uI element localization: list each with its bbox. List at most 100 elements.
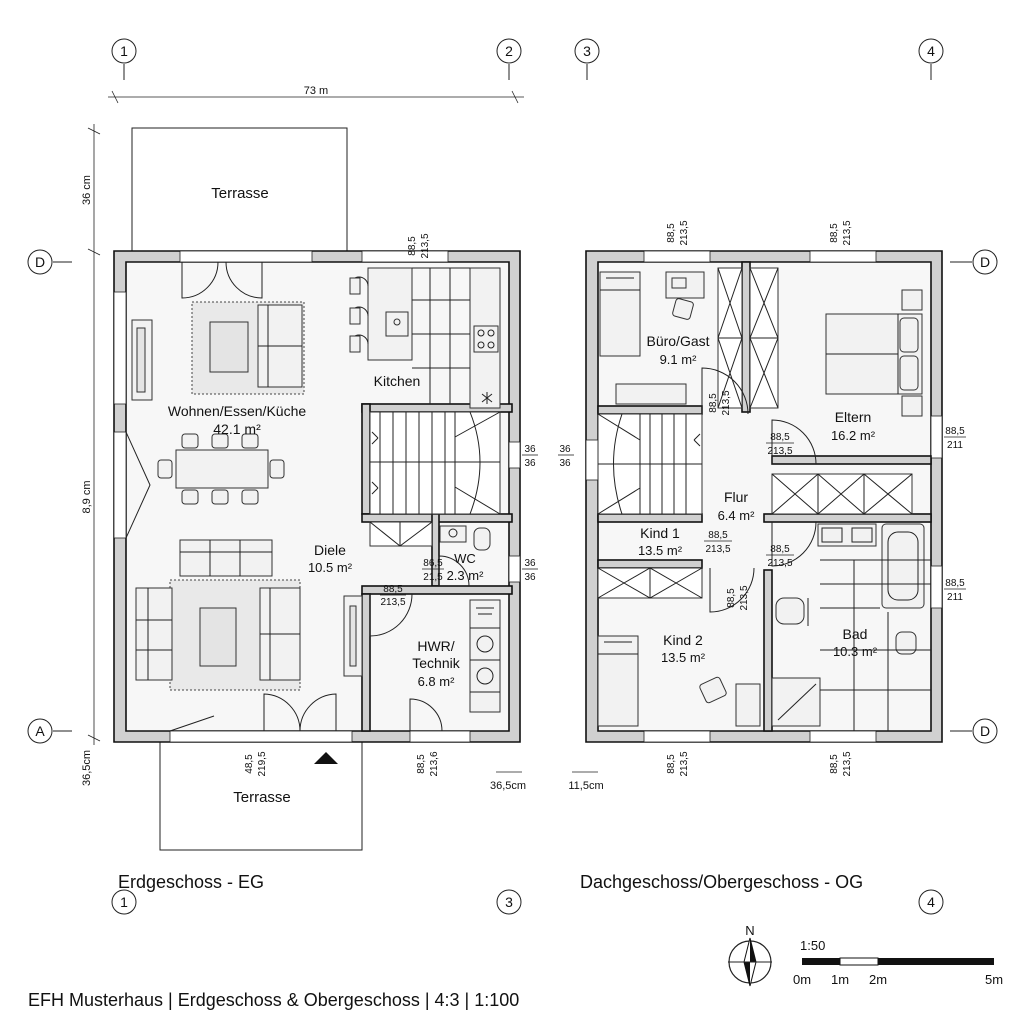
room-kind1-name: Kind 1 xyxy=(640,525,680,541)
dim-og-wall-36-a: 36 xyxy=(559,444,571,455)
scale-tick-0: 0m xyxy=(793,972,811,987)
dim-og-bad-door-b: 213,5 xyxy=(767,558,792,569)
axis-label-1: 1 xyxy=(120,43,128,59)
room-diele-name: Diele xyxy=(314,542,346,558)
axis-bubble-a-left xyxy=(27,718,53,744)
bed-kind2 xyxy=(597,635,639,727)
dim-eg-window-a: 48,5 xyxy=(244,754,255,774)
caption-upper-floor: Dachgeschoss/Obergeschoss - OG xyxy=(580,872,863,892)
overall-dimensions: 73 m 36 cm 8,9 cm 36,5cm 36,5cm 11,5cm xyxy=(81,85,604,792)
upper-floor-plan: Büro/Gast 9.1 m² Eltern 16.2 m² Flur 6.4… xyxy=(585,250,943,743)
axis-label-a-left: A xyxy=(35,723,45,739)
coffee-table-2 xyxy=(199,607,237,667)
dim-eg-wall-36-b: 36 xyxy=(524,458,536,469)
og-opening-dimensions: 88,5 213,5 88,5 213,5 88,5 213,5 36 36 8… xyxy=(558,220,966,777)
dim-og-buero-door-a: 88,5 xyxy=(708,393,719,413)
sofa-3 xyxy=(135,587,173,681)
room-wc-area: 2.3 m² xyxy=(447,568,485,583)
room-eltern-name: Eltern xyxy=(835,409,872,425)
eg-staircase xyxy=(369,411,501,515)
scale-tick-5: 5m xyxy=(985,972,1003,987)
room-wohnen-name: Wohnen/Essen/Küche xyxy=(168,403,306,419)
room-flur-area: 6.4 m² xyxy=(718,508,756,523)
dim-og-bottom-2b: 213,5 xyxy=(842,751,853,776)
drawing-title: EFH Musterhaus | Erdgeschoss & Obergesch… xyxy=(28,990,519,1010)
north-label: N xyxy=(745,923,754,938)
axis-label-3-bottom: 3 xyxy=(505,894,513,910)
dim-eg-top-opening-a: 88,5 xyxy=(407,236,418,256)
terrace-top-label: Terrasse xyxy=(211,185,269,202)
terrace-bottom-label: Terrasse xyxy=(233,789,291,806)
dim-eg-wall-36-d: 36 xyxy=(524,572,536,583)
scale-tick-2: 2m xyxy=(869,972,887,987)
dim-og-bottom-1b: 213,5 xyxy=(679,751,690,776)
dim-og-kind2-door-a: 88,5 xyxy=(726,588,737,608)
bathtub xyxy=(881,523,925,609)
dim-og-top-2b: 213,5 xyxy=(842,220,853,245)
axis-bubble-2 xyxy=(496,38,522,64)
axis-bubble-4 xyxy=(918,38,944,64)
wc-sink xyxy=(439,525,467,543)
dim-og-top-1a: 88,5 xyxy=(666,223,677,243)
dim-og-bottom-1a: 88,5 xyxy=(666,754,677,774)
scale-ratio: 1:50 xyxy=(800,938,825,953)
dim-og-wall-36-b: 36 xyxy=(559,458,571,469)
room-bad-area: 10.3 m² xyxy=(833,644,878,659)
room-hwr-name: HWR/ xyxy=(417,638,454,654)
axis-bubble-3-bottom xyxy=(496,889,522,915)
room-buero-area: 9.1 m² xyxy=(660,352,698,367)
entrance-arrow-icon xyxy=(314,752,338,764)
terrace-top xyxy=(131,127,348,253)
dim-og-right-1b: 211 xyxy=(947,440,963,451)
wardrobe-eltern-2 xyxy=(771,473,913,515)
dim-bottom-og: 11,5cm xyxy=(568,780,603,792)
room-buero-name: Büro/Gast xyxy=(646,333,709,349)
axis-bubble-1 xyxy=(111,38,137,64)
dim-eg-hwr-door-b: 213,5 xyxy=(380,597,405,608)
room-hwr-name-2: Technik xyxy=(412,655,460,671)
dim-eg-wc-door-b: 21,5 xyxy=(423,572,443,583)
bed-guest xyxy=(599,271,641,357)
dim-left-bottom: 36,5cm xyxy=(81,750,93,786)
dim-eg-hwr-door-a: 88,5 xyxy=(383,584,403,595)
axis-label-d-right-2: D xyxy=(980,723,990,739)
dim-eg-door-b: 213,6 xyxy=(429,751,440,776)
dim-og-right-2b: 211 xyxy=(947,592,963,603)
dim-og-buero-door-b: 213,5 xyxy=(721,390,732,415)
axis-label-d-left: D xyxy=(35,254,45,270)
dim-eg-window-b: 219,5 xyxy=(257,751,268,776)
og-toilet xyxy=(775,597,805,625)
caption-ground-floor: Erdgeschoss - EG xyxy=(118,872,264,892)
sofa-2 xyxy=(179,539,273,577)
scale-tick-1: 1m xyxy=(831,972,849,987)
dim-top-width: 73 m xyxy=(304,85,328,97)
room-eltern-area: 16.2 m² xyxy=(831,428,876,443)
dim-og-eltern-door-a: 88,5 xyxy=(770,432,790,443)
bidet xyxy=(895,631,917,655)
north-arrow: N xyxy=(728,923,772,987)
dim-left-height: 8,9 cm xyxy=(81,480,93,513)
dim-og-right-2a: 88,5 xyxy=(945,578,965,589)
dim-og-right-1a: 88,5 xyxy=(945,426,965,437)
room-diele-area: 10.5 m² xyxy=(308,560,353,575)
eg-opening-dimensions: 88,5 213,5 36 36 36 36 88,5 213,5 86,5 2… xyxy=(244,233,538,777)
room-kind2-area: 13.5 m² xyxy=(661,650,706,665)
room-wohnen-area: 42.1 m² xyxy=(213,421,261,437)
dim-og-top-2a: 88,5 xyxy=(829,223,840,243)
desk-kind2 xyxy=(735,683,761,727)
room-kind2-name: Kind 2 xyxy=(663,632,703,648)
room-bad-name: Bad xyxy=(843,626,868,642)
ground-floor-plan: Wohnen/Essen/Küche 42.1 m² Kitchen Diele… xyxy=(113,250,521,764)
dim-eg-top-opening-b: 213,5 xyxy=(420,233,431,258)
axis-bubble-d-right-2 xyxy=(972,718,998,744)
axis-label-3: 3 xyxy=(583,43,591,59)
axis-label-1-bottom: 1 xyxy=(120,894,128,910)
dim-eg-wall-36-a: 36 xyxy=(524,444,536,455)
axis-label-2: 2 xyxy=(505,43,513,59)
dim-og-kind1-door-a: 88,5 xyxy=(708,530,728,541)
grid-axes: 1 2 3 4 D A D D 1 3 4 xyxy=(27,38,998,915)
room-flur-name: Flur xyxy=(724,489,748,505)
dim-og-kind1-door-b: 213,5 xyxy=(705,544,730,555)
coffee-table-1 xyxy=(209,321,249,373)
